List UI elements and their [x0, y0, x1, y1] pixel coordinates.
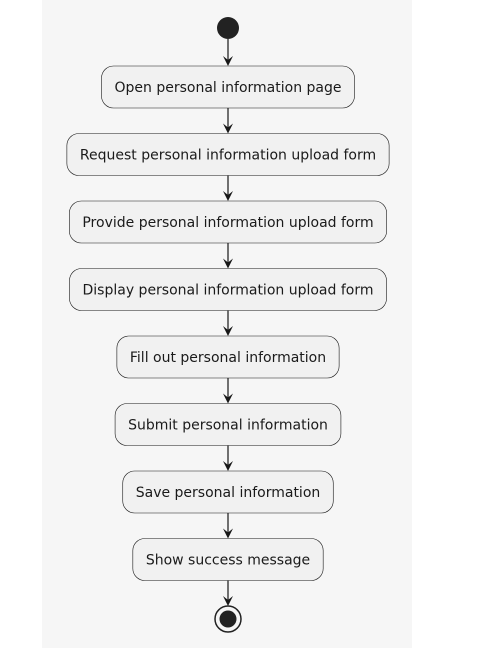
end-node	[214, 605, 242, 633]
activity-label: Provide personal information upload form	[82, 215, 373, 231]
flow-arrow	[223, 108, 233, 134]
activity-box	[116, 335, 340, 379]
flow-arrow	[223, 378, 233, 404]
flow-arrow	[223, 513, 233, 539]
activity-box	[69, 268, 387, 311]
activity-box	[132, 538, 324, 581]
activity-step: Fill out personal information	[116, 335, 340, 379]
flow-arrows	[223, 39, 233, 606]
activity-label: Fill out personal information	[130, 350, 326, 366]
activity-box	[101, 65, 355, 109]
flow-arrow	[223, 310, 233, 336]
activity-box	[122, 470, 334, 514]
activity-box	[114, 403, 342, 446]
activity-label: Display personal information upload form	[83, 283, 374, 299]
flow-arrow	[223, 445, 233, 471]
activity-step: Display personal information upload form	[69, 268, 387, 311]
activity-step: Submit personal information	[114, 403, 342, 446]
flow-arrow	[223, 39, 233, 66]
activity-step: Provide personal information upload form	[69, 200, 387, 244]
activity-label: Save personal information	[136, 485, 321, 501]
start-node	[217, 17, 239, 39]
activity-step: Request personal information upload form	[66, 133, 390, 176]
activity-box	[69, 200, 387, 244]
activity-step: Show success message	[132, 538, 324, 581]
activity-label: Request personal information upload form	[80, 148, 376, 164]
activity-label: Submit personal information	[128, 418, 328, 434]
flow-arrow	[223, 580, 233, 606]
activity-step: Open personal information page	[101, 65, 355, 109]
activity-label: Show success message	[146, 553, 310, 569]
activity-box	[66, 133, 390, 176]
flow-arrow	[223, 243, 233, 269]
activity-label: Open personal information page	[115, 80, 342, 96]
flow-arrow	[223, 175, 233, 201]
activity-step: Save personal information	[122, 470, 334, 514]
